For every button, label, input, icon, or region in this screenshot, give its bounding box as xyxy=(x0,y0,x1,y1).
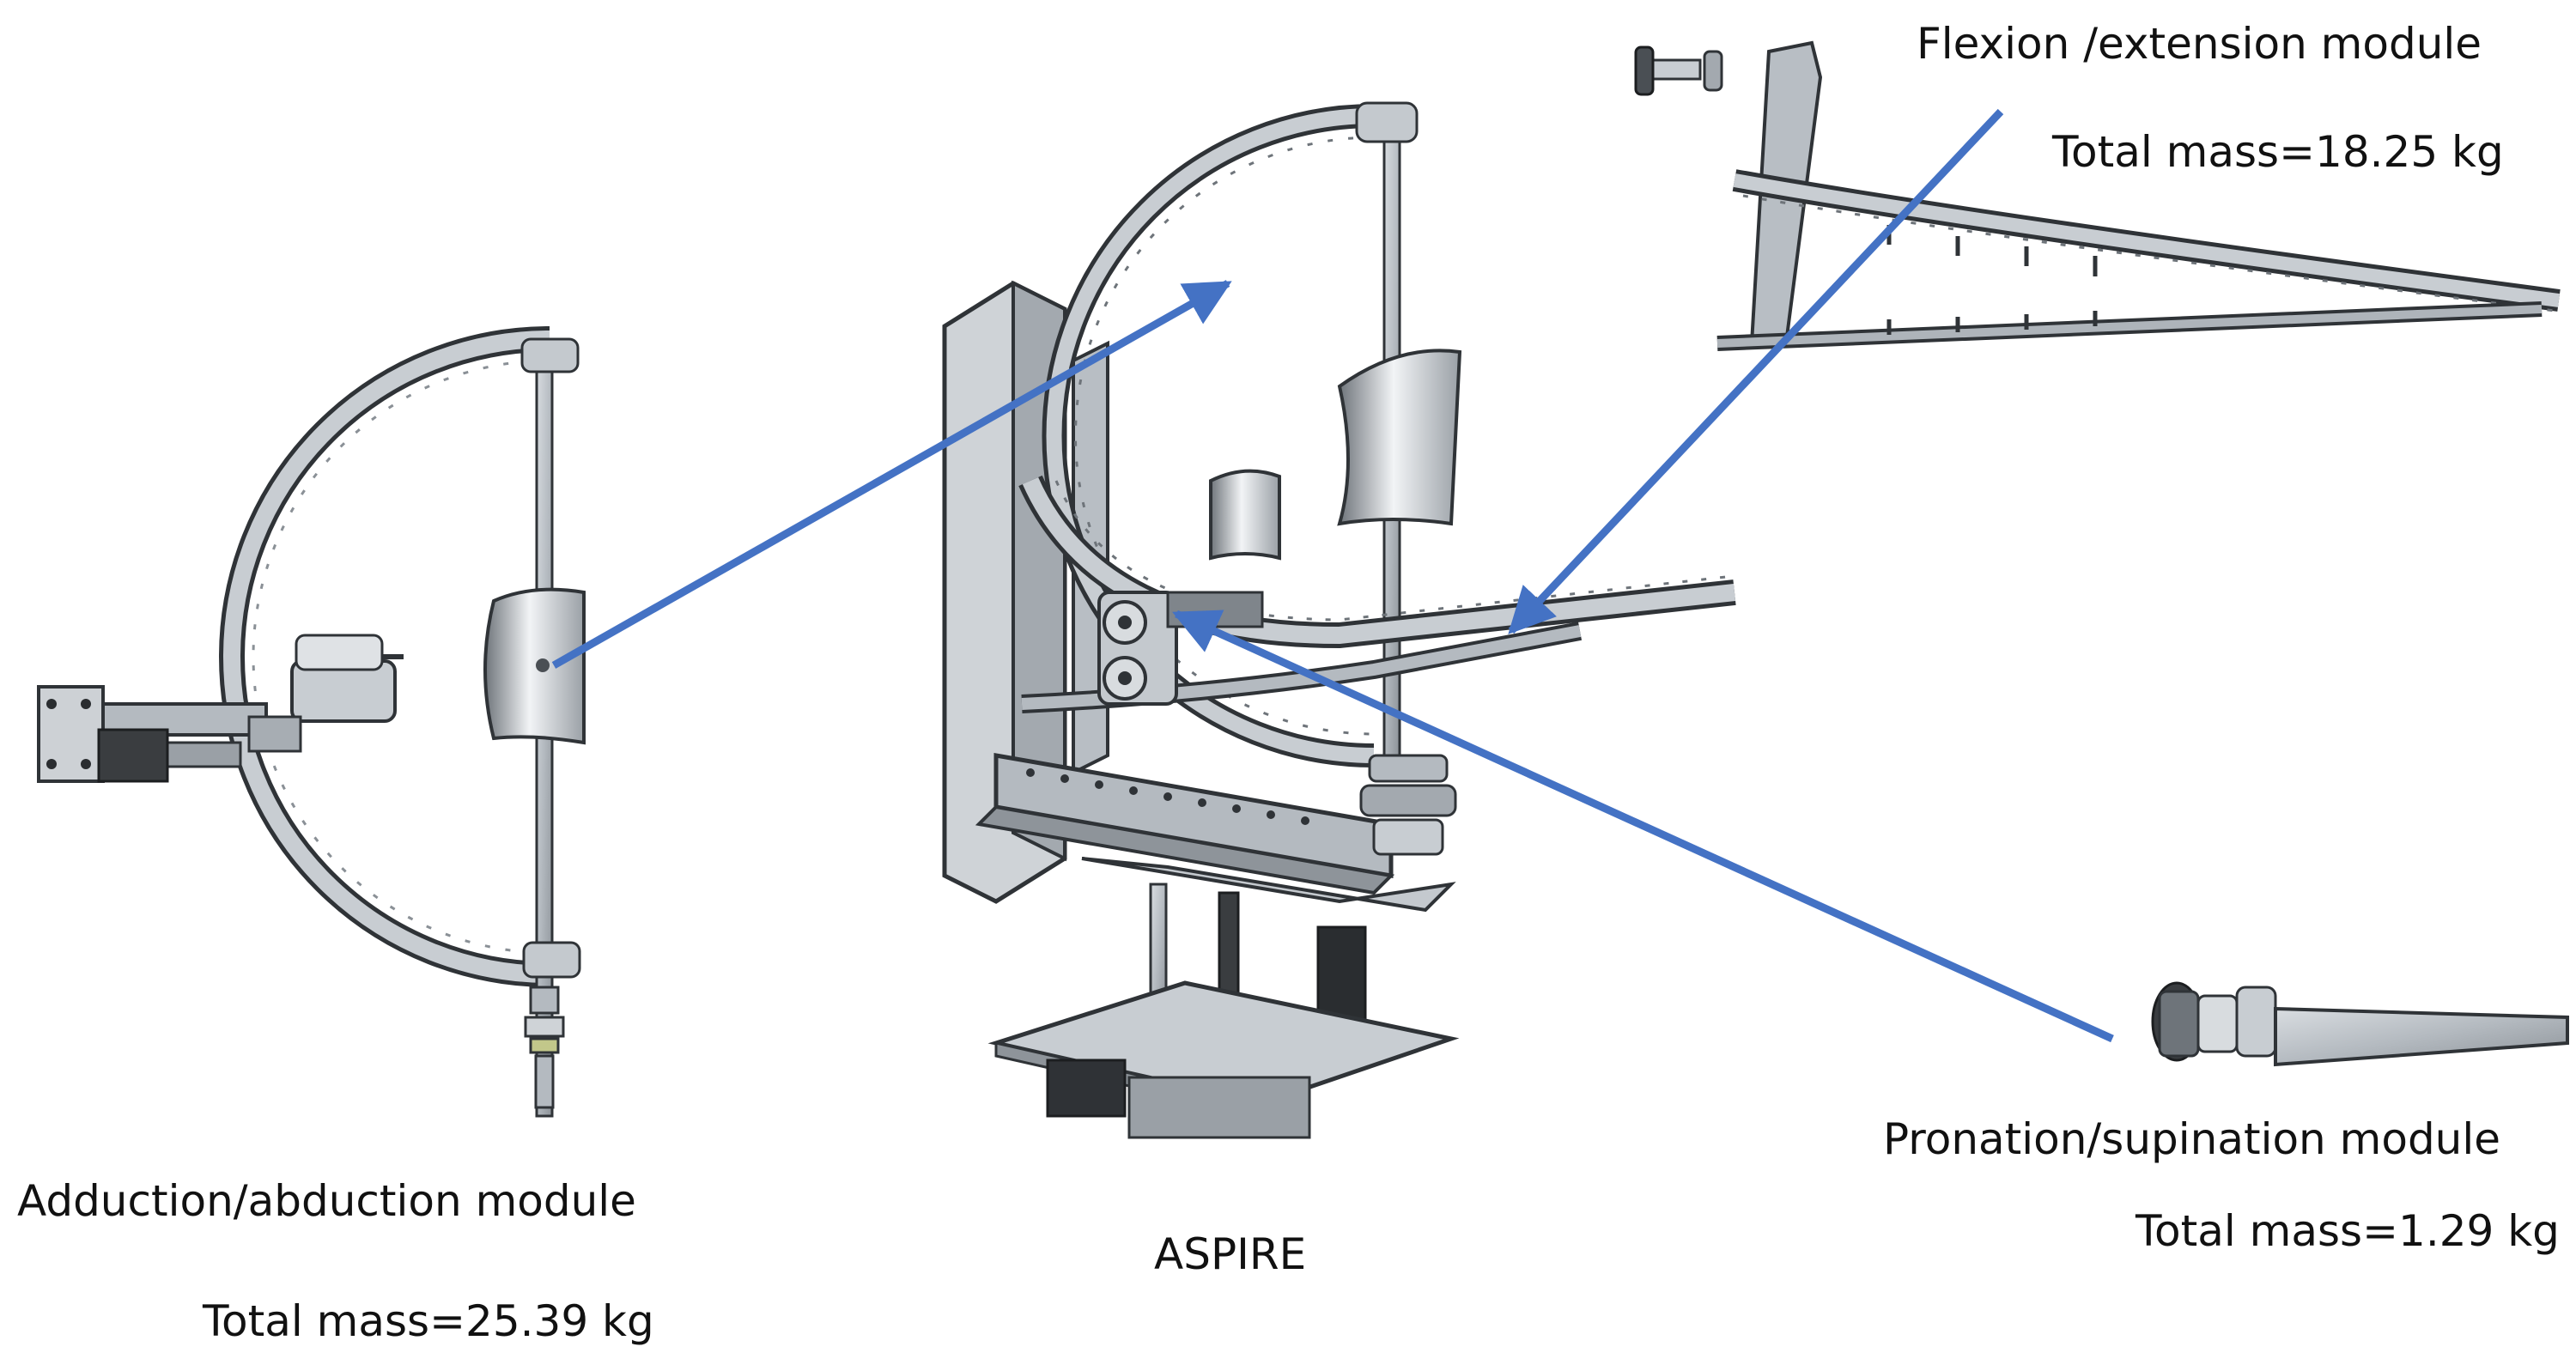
adduction-module-mass: Total mass=25.39 kg xyxy=(203,1296,654,1346)
aspire-assembly-drawing xyxy=(942,101,1736,1139)
arrow-flexion-to-aspire xyxy=(1508,108,2004,634)
flexion-module-mass: Total mass=18.25 kg xyxy=(2052,127,2504,177)
arrows xyxy=(551,108,2114,1043)
adduction-abduction-module-drawing xyxy=(37,326,586,1118)
pronation-supination-module-drawing xyxy=(2151,981,2569,1067)
arrow-adduction-to-aspire xyxy=(551,280,1232,669)
flexion-extension-module-drawing xyxy=(1634,40,2561,351)
pronation-module-mass: Total mass=1.29 kg xyxy=(2136,1206,2560,1256)
flexion-module-name: Flexion /extension module xyxy=(1917,19,2482,69)
arrow-pronation-to-aspire xyxy=(1172,610,2114,1043)
aspire-label: ASPIRE xyxy=(1154,1229,1307,1279)
pronation-module-name: Pronation/supination module xyxy=(1883,1114,2501,1164)
adduction-module-name: Adduction/abduction module xyxy=(17,1176,636,1226)
